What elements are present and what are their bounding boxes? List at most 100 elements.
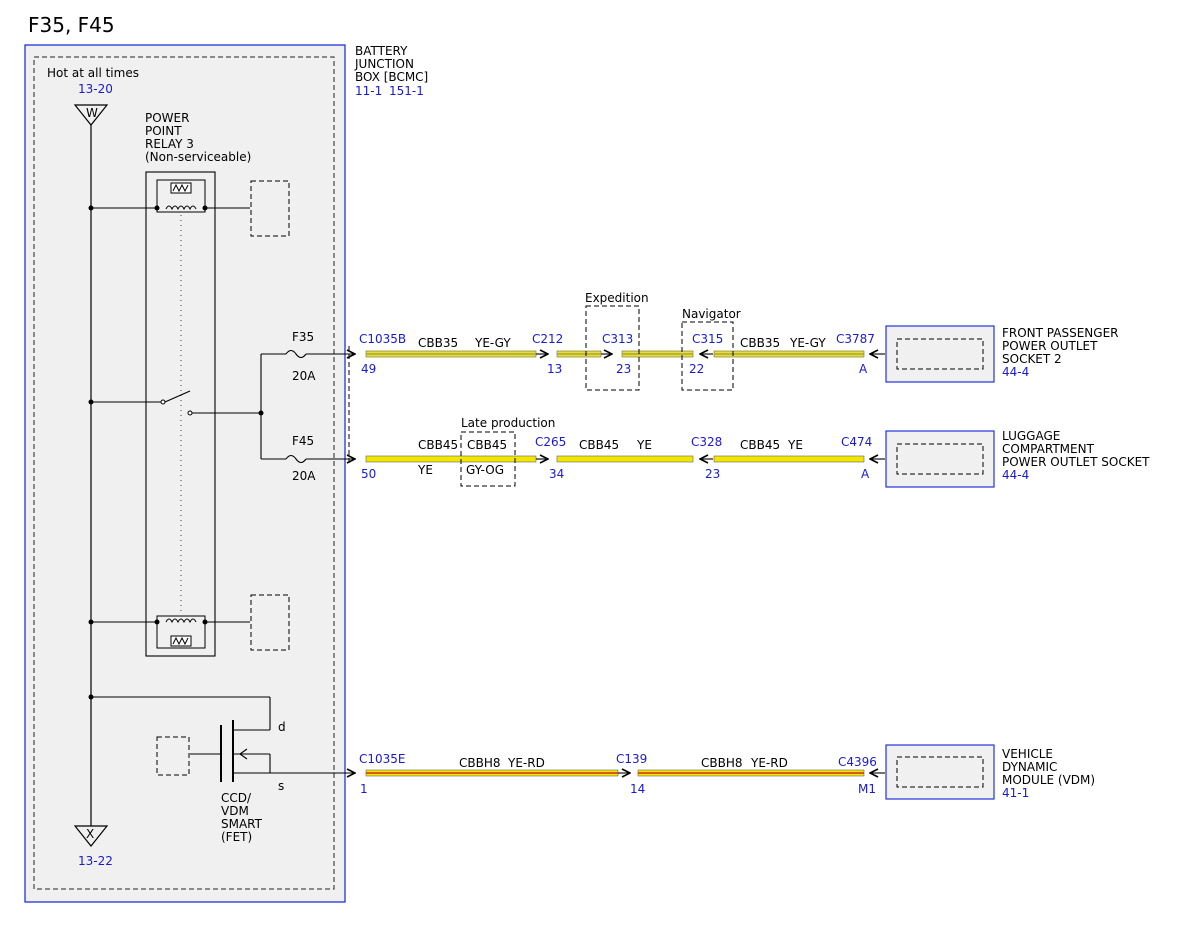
fuse-name: F35: [292, 330, 314, 344]
connector-pin: 14: [630, 782, 645, 796]
option-label: Expedition: [585, 291, 649, 305]
option-box-navigator: [681, 321, 734, 391]
pin-w-symbol: W: [73, 104, 109, 126]
connector-pin: 49: [361, 362, 376, 376]
relay-control-placeholder: [250, 594, 290, 651]
wire-circuit: CBB45: [579, 438, 619, 452]
fet-label-line: SMART: [221, 817, 263, 831]
option-label: Late production: [461, 416, 555, 430]
device-label-line: DYNAMIC: [1002, 760, 1057, 774]
wire-color: YE-RD: [507, 756, 545, 770]
connector-name[interactable]: C1035E: [359, 752, 406, 766]
relay-label-line: (Non-serviceable): [145, 150, 251, 164]
wire-color: YE: [787, 438, 803, 452]
connector-name[interactable]: C474: [841, 435, 872, 449]
connector-pin: 50: [361, 467, 376, 481]
splice-dot: [88, 619, 94, 625]
connector-name[interactable]: C328: [691, 435, 722, 449]
connector-name[interactable]: C212: [532, 332, 563, 346]
wire-circuit: CBB45: [467, 438, 507, 452]
connector-pin: 1: [360, 782, 368, 796]
connector-name[interactable]: C313: [602, 332, 633, 346]
wire-circuit: CBB45: [740, 438, 780, 452]
device-ref[interactable]: 41-1: [1002, 786, 1029, 800]
wire-color: GY-OG: [466, 463, 504, 477]
device-label-line: SOCKET 2: [1002, 352, 1062, 366]
option-box-late-production: [460, 431, 516, 487]
connector-pin: 23: [705, 467, 720, 481]
device-label-line: MODULE (VDM): [1002, 773, 1095, 787]
connector-name[interactable]: C4396: [838, 755, 877, 769]
connector-name[interactable]: C265: [535, 435, 566, 449]
relay-label-line: POWER: [145, 111, 189, 125]
device-front-passenger-outlet[interactable]: [885, 325, 995, 383]
wire-circuit: CBBH8: [701, 756, 743, 770]
bjb-ref[interactable]: 11-1: [355, 84, 382, 98]
circuit-f35: [365, 305, 885, 391]
splice-dot: [154, 619, 160, 625]
bjb-inner-boundary: [33, 56, 335, 890]
connector-pin: 23: [616, 362, 631, 376]
fuse-name: F45: [292, 434, 314, 448]
relay-label-line: RELAY 3: [145, 137, 194, 151]
top-page-ref[interactable]: 13-20: [78, 82, 113, 96]
device-label-line: POWER OUTLET SOCKET: [1002, 455, 1150, 469]
device-label-line: VEHICLE: [1002, 747, 1053, 761]
device-ref[interactable]: 44-4: [1002, 365, 1029, 379]
device-label-line: LUGGAGE: [1002, 429, 1060, 443]
bottom-page-ref[interactable]: 13-22: [78, 854, 113, 868]
pin-w-label: W: [86, 106, 98, 120]
wire-color: YE: [636, 438, 652, 452]
splice-dot: [88, 399, 94, 405]
bjb-label-line: JUNCTION: [354, 57, 414, 71]
connector-pin: 13: [547, 362, 562, 376]
splice-dot: [154, 205, 160, 211]
bjb-ref[interactable]: 151-1: [389, 84, 424, 98]
wire-circuit: CBB35: [740, 336, 780, 350]
device-label-line: POWER OUTLET: [1002, 339, 1098, 353]
device-luggage-outlet[interactable]: [885, 430, 995, 488]
connector-pin: 22: [689, 362, 704, 376]
fet-label-line: VDM: [221, 804, 249, 818]
pin-x-symbol: X: [73, 825, 109, 847]
connector-pin: A: [861, 467, 870, 481]
connector-name[interactable]: C139: [616, 752, 647, 766]
connector-name[interactable]: C3787: [836, 332, 875, 346]
wire-ye: [556, 455, 694, 463]
fuse-f35: [285, 351, 355, 358]
hot-at-all-times-label: Hot at all times: [47, 66, 139, 80]
fet-drain-label: d: [278, 720, 286, 734]
wire-circuit: CBBH8: [459, 756, 501, 770]
connector-pin: M1: [858, 782, 876, 796]
connector-name[interactable]: C1035B: [359, 332, 406, 346]
connector-name[interactable]: C315: [692, 332, 723, 346]
wire-circuit: CBB35: [418, 336, 458, 350]
connector-pin: A: [859, 362, 868, 376]
wire-circuit: CBB45: [418, 438, 458, 452]
power-point-relay-3: [91, 171, 216, 657]
diagram-title: F35, F45: [28, 13, 115, 37]
wire-color: YE: [417, 463, 433, 477]
splice-dot: [88, 205, 94, 211]
wire-ye: [365, 455, 537, 463]
device-label-line: COMPARTMENT: [1002, 442, 1095, 456]
device-ref[interactable]: 44-4: [1002, 468, 1029, 482]
fet-source-label: s: [278, 779, 284, 793]
bjb-label-line: BOX [BCMC]: [355, 70, 428, 84]
option-box-expedition: [585, 305, 640, 391]
device-vdm[interactable]: [885, 744, 995, 800]
connector-pin: 34: [549, 467, 564, 481]
fet-label-line: CCD/: [221, 791, 252, 805]
fet-label-line: (FET): [221, 830, 252, 844]
device-label-line: FRONT PASSENGER: [1002, 326, 1119, 340]
fuse-rating: 20A: [292, 469, 316, 483]
pin-x-label: X: [86, 827, 94, 841]
fuse-rating: 20A: [292, 369, 316, 383]
wire-color: YE-GY: [789, 336, 826, 350]
fuse-f45: [285, 456, 355, 463]
bjb-label-line: BATTERY: [355, 44, 408, 58]
relay-label-line: POINT: [145, 124, 182, 138]
wire-ye: [713, 455, 865, 463]
circuit-f45: [365, 431, 885, 487]
